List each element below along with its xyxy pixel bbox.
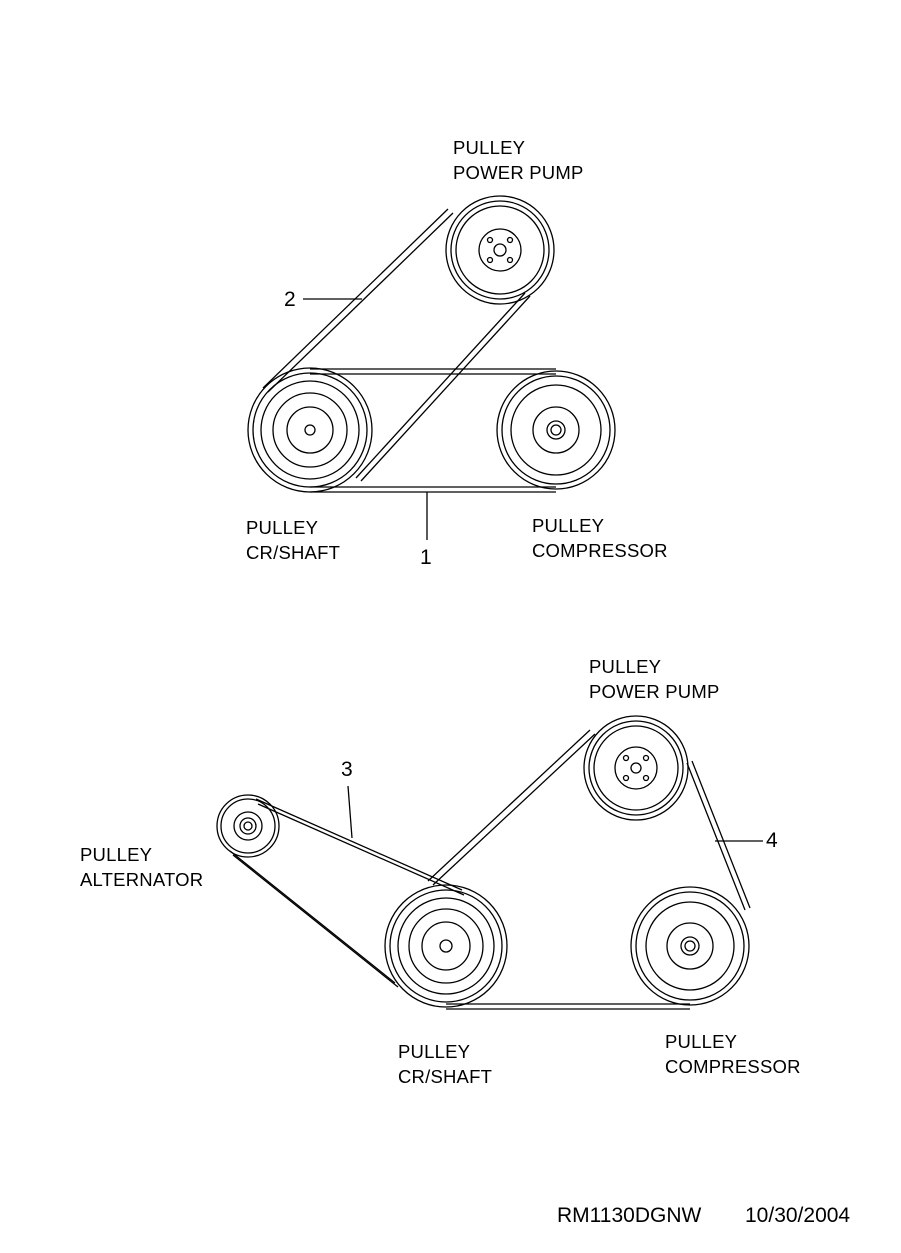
belt-3-callout: 3: [341, 758, 353, 781]
power-pump-pulley: [445, 195, 555, 305]
drawing-id: RM1130DGNW: [557, 1204, 701, 1227]
top-power-pump-label-line2: POWER PUMP: [453, 162, 583, 183]
bottom-power-pump-label-line2: POWER PUMP: [589, 681, 719, 702]
bottom-crankshaft-label-line1: PULLEY: [398, 1041, 470, 1062]
belt-4: [427, 729, 751, 1010]
footer: RM1130DGNW 10/30/2004: [557, 1204, 850, 1227]
alternator-label-line1: PULLEY: [80, 844, 152, 865]
belt-1: [310, 368, 556, 493]
bottom-compressor-label-line2: COMPRESSOR: [665, 1056, 801, 1077]
belt-2-callout: 2: [284, 288, 296, 311]
top-power-pump-label-line1: PULLEY: [453, 137, 525, 158]
belt-2: [262, 208, 531, 482]
alternator-label-line2: ALTERNATOR: [80, 869, 203, 890]
bottom-belt-diagram: PULLEY POWER PUMP PULLEY ALTERNATOR PULL…: [80, 656, 801, 1087]
bottom-power-pump-label-line1: PULLEY: [589, 656, 661, 677]
belt-1-callout: 1: [420, 546, 432, 569]
bottom-compressor-label-line1: PULLEY: [665, 1031, 737, 1052]
top-compressor-label-line2: COMPRESSOR: [532, 540, 668, 561]
bottom-crankshaft-pulley: [384, 884, 508, 1008]
belt-3-leader: [347, 785, 353, 839]
drawing-date: 10/30/2004: [745, 1204, 850, 1227]
crankshaft-pulley: [247, 367, 373, 493]
top-belt-diagram: PULLEY POWER PUMP PULLEY CR/SHAFT PULLEY…: [246, 137, 668, 569]
top-crankshaft-label-line2: CR/SHAFT: [246, 542, 340, 563]
top-compressor-label-line1: PULLEY: [532, 515, 604, 536]
compressor-pulley: [496, 370, 616, 490]
alternator-pulley: [216, 794, 280, 858]
belt-4-callout: 4: [766, 829, 778, 852]
bottom-power-pump-pulley: [583, 715, 689, 821]
bottom-crankshaft-label-line2: CR/SHAFT: [398, 1066, 492, 1087]
top-crankshaft-label-line1: PULLEY: [246, 517, 318, 538]
bottom-compressor-pulley: [630, 886, 750, 1006]
